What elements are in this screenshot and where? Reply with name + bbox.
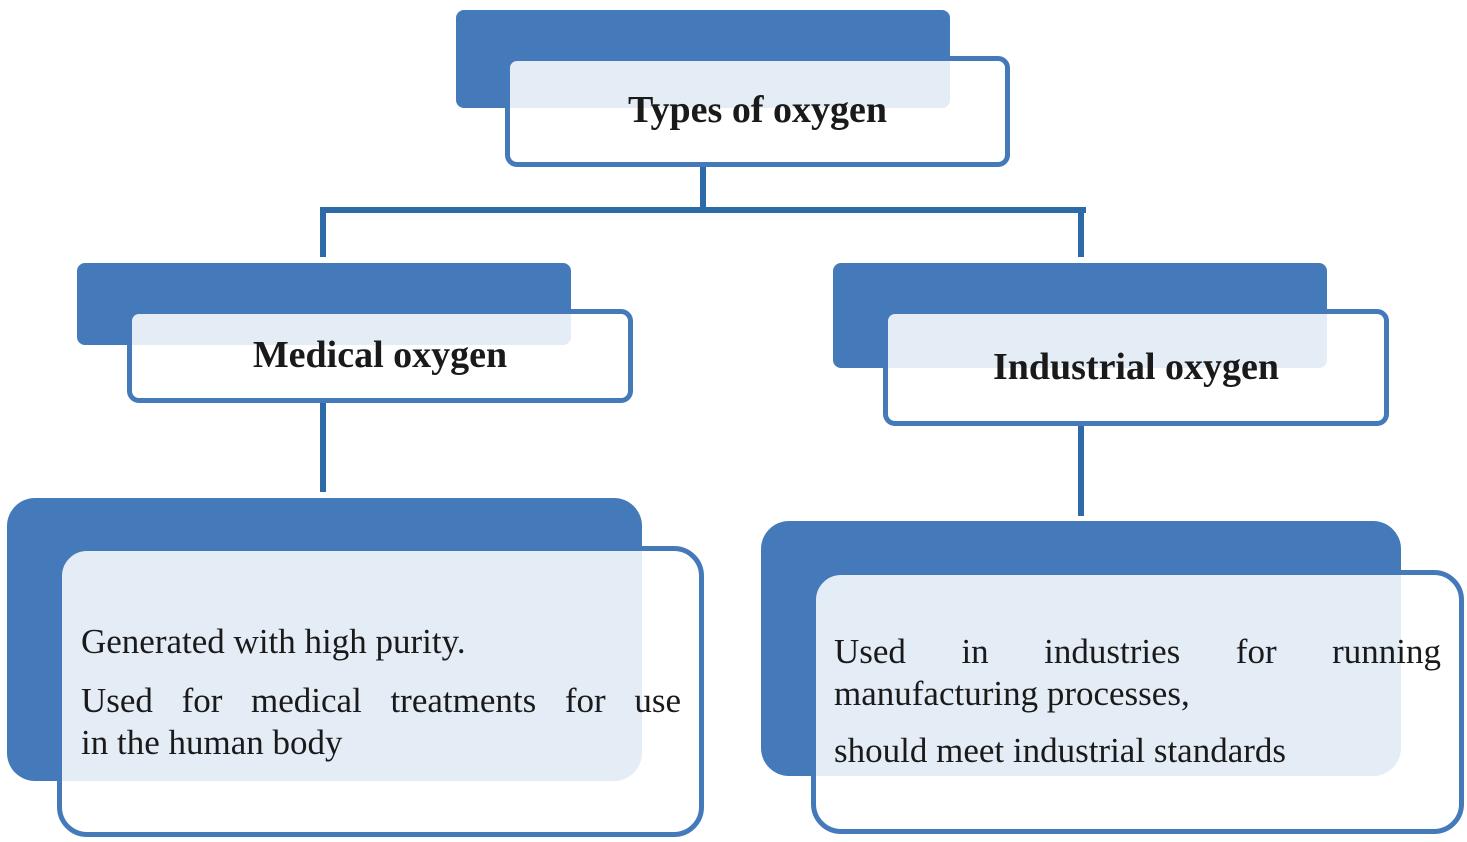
root-node-title: Types of oxygen xyxy=(628,89,887,131)
industrial-description-text: Used in industries for running manufactu… xyxy=(834,631,1441,772)
medical-node-box xyxy=(127,309,633,403)
industrial-node-title: Industrial oxygen xyxy=(992,346,1280,388)
medical-description-line-3: in the human body xyxy=(81,723,343,762)
left-connector-lower xyxy=(320,400,326,492)
industrial-description-line-2: manufacturing processes, xyxy=(834,674,1190,713)
root-connector-vertical xyxy=(700,165,706,210)
industrial-description-line-1: Used in industries for running xyxy=(834,632,1441,671)
medical-description-box xyxy=(57,546,704,837)
connector-horizontal xyxy=(320,207,1086,213)
medical-node-title: Medical oxygen xyxy=(252,334,508,376)
left-connector-drop xyxy=(320,207,326,257)
medical-description-text: Generated with high purity. Used for med… xyxy=(81,621,681,764)
right-connector-lower xyxy=(1078,423,1084,516)
right-connector-drop xyxy=(1078,207,1084,257)
industrial-node-box xyxy=(883,309,1389,426)
industrial-description-line-3: should meet industrial standards xyxy=(834,731,1287,770)
medical-description-line-2: Used for medical treatments for use xyxy=(81,681,681,720)
medical-description-line-1: Generated with high purity. xyxy=(81,622,466,661)
root-node-box xyxy=(505,56,1010,167)
industrial-description-box xyxy=(811,570,1464,834)
